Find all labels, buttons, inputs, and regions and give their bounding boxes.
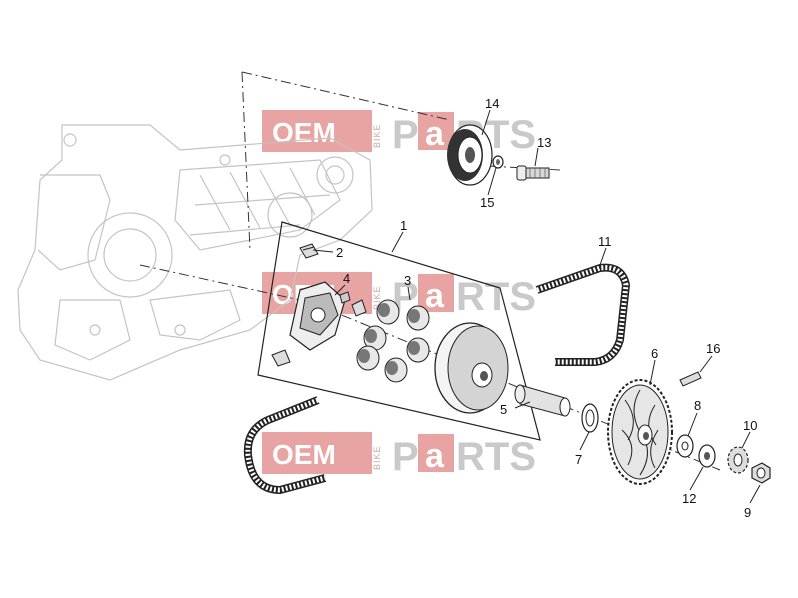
spacer-ring: [581, 403, 599, 433]
watermark-brand-a: a: [425, 115, 445, 153]
watermark-bottom: OEM BIKE P a RTS: [262, 432, 536, 479]
watermark-brand-vertical: BIKE: [372, 123, 382, 148]
belleville-washer: [698, 444, 716, 468]
callout-7: 7: [575, 452, 582, 467]
fixed-pulley-fan: [607, 379, 673, 485]
callout-14: 14: [485, 96, 499, 111]
watermark-brand-right: RTS: [456, 435, 536, 479]
callout-3: 3: [404, 273, 411, 288]
movable-pulley-half: [434, 322, 509, 414]
callout-15: 15: [480, 195, 494, 210]
pulley-washer: [492, 155, 504, 169]
callout-2: 2: [336, 245, 343, 260]
roller: [376, 299, 400, 325]
callout-12: 12: [682, 491, 696, 506]
watermark-brand-right: RTS: [456, 275, 536, 319]
callout-5: 5: [500, 402, 507, 417]
pulley-nut: [751, 462, 771, 484]
idler-pulley: [447, 124, 493, 186]
roller: [406, 337, 430, 363]
flat-washer: [676, 434, 694, 458]
variator-rollers: [356, 299, 430, 383]
watermark-top: OEM BIKE P a RTS: [262, 110, 536, 157]
pulley-bolt: [516, 165, 550, 181]
toothed-washer: [727, 446, 749, 474]
watermark-brand-left: OEM: [272, 439, 336, 470]
variator-slider: [299, 243, 319, 259]
callout-1: 1: [400, 218, 407, 233]
variator-slider-lower: [271, 349, 291, 367]
watermark-brand-vertical: BIKE: [372, 285, 382, 310]
callout-4: 4: [343, 271, 350, 286]
crankcase-ghost: [17, 124, 373, 381]
roller: [356, 345, 380, 371]
callout-6: 6: [651, 346, 658, 361]
pulley-pin: [679, 371, 702, 387]
watermark-brand-p: P: [392, 435, 419, 479]
callout-labels: 14 13 15 1 2 3 4 11 5 6 16 8 7 12 10 9: [336, 96, 757, 520]
callout-8: 8: [694, 398, 701, 413]
watermark-brand-a: a: [425, 277, 445, 315]
callout-9: 9: [744, 505, 751, 520]
pulley-bushing: [514, 384, 571, 417]
variator-assembly-frame: [257, 221, 541, 441]
drive-belt-upper: [535, 263, 631, 366]
roller: [384, 357, 408, 383]
watermark-brand-left: OEM: [272, 117, 336, 148]
callout-16: 16: [706, 341, 720, 356]
watermark-brand-vertical: BIKE: [372, 445, 382, 470]
leader-lines: [312, 109, 761, 504]
watermark-brand-a: a: [425, 437, 445, 475]
ramp-plate: [289, 281, 367, 351]
callout-11: 11: [598, 234, 612, 249]
drive-belt-lower: [243, 396, 327, 495]
callout-13: 13: [537, 135, 551, 150]
roller: [406, 305, 430, 331]
callout-10: 10: [743, 418, 757, 433]
roller: [363, 325, 387, 351]
watermark-brand-p: P: [392, 113, 419, 157]
